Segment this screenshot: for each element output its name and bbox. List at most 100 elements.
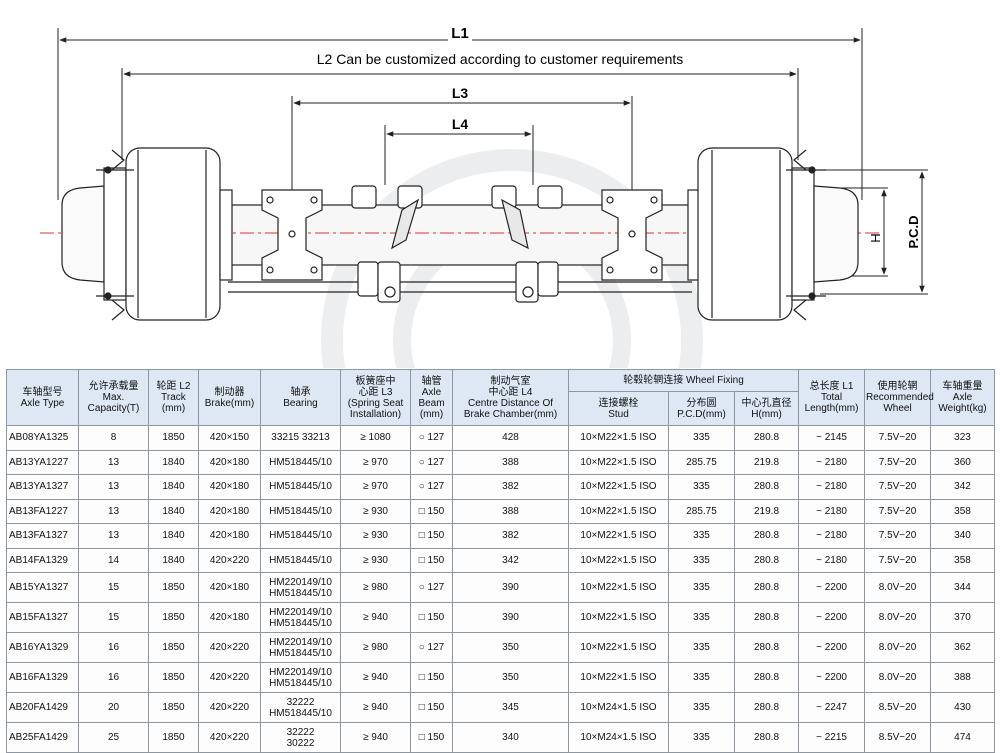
table-cell: HM220149/10 HM518445/10 — [260, 632, 341, 663]
table-cell: 10×M22×1.5 ISO — [568, 602, 669, 633]
header-wheel-fixing: 轮毂轮辋连接 Wheel Fixing — [567, 369, 800, 392]
header-zh: 分布圆 — [686, 397, 717, 409]
table-cell: ~ 2180 — [798, 523, 866, 549]
table-cell: 1850 — [148, 722, 199, 753]
table-cell: 7.5V−20 — [864, 425, 932, 451]
table-cell: 20 — [78, 692, 149, 723]
table-cell: 1850 — [148, 662, 199, 693]
table-cell: 390 — [452, 572, 569, 603]
header-en: Axle Weight(kg) — [938, 392, 987, 414]
table-cell: 280.8 — [733, 602, 800, 633]
table-cell: AB13YA1327 — [6, 474, 79, 500]
table-cell: 8.0V−20 — [864, 632, 932, 663]
table-cell: 8 — [78, 425, 149, 451]
table-cell: 13 — [78, 449, 149, 475]
dimension-pcd: P.C.D — [820, 169, 928, 295]
table-cell: □ 150 — [410, 547, 453, 573]
table-cell: 344 — [930, 572, 996, 603]
header-zh: 车轴重量 — [942, 381, 983, 392]
header-zh: 板簧座中 心距 L3 — [355, 375, 396, 398]
table-cell: 1850 — [148, 425, 199, 451]
brake-chamber-bracket-left — [351, 185, 423, 303]
header-en: H(mm) — [751, 408, 782, 420]
table-cell: □ 150 — [410, 498, 453, 524]
table-cell: 280.8 — [733, 547, 800, 573]
table-cell: 1850 — [148, 692, 199, 723]
table-cell: 323 — [930, 425, 996, 451]
table-cell: AB14FA1329 — [6, 547, 79, 573]
table-cell: HM220149/10 HM518445/10 — [260, 662, 341, 693]
table-cell: HM518445/10 — [260, 547, 341, 573]
table-cell: ○ 127 — [410, 449, 453, 475]
table-cell: ≥ 930 — [340, 523, 411, 549]
table-cell: □ 150 — [410, 722, 453, 753]
right-hub-assembly — [687, 147, 859, 321]
table-cell: ≥ 980 — [340, 632, 411, 663]
left-hub-assembly — [61, 147, 233, 321]
table-cell: ≥ 940 — [340, 602, 411, 633]
table-cell: 10×M24×1.5 ISO — [568, 722, 669, 753]
table-cell: 25 — [78, 722, 149, 753]
header-en: Bearing — [283, 397, 318, 409]
table-cell: 13 — [78, 474, 149, 500]
table-cell: 280.8 — [733, 523, 800, 549]
table-cell: 15 — [78, 602, 149, 633]
table-cell: ≥ 940 — [340, 722, 411, 753]
table-cell: 1840 — [148, 547, 199, 573]
table-cell: 10×M22×1.5 ISO — [568, 662, 669, 693]
table-cell: 10×M22×1.5 ISO — [568, 498, 669, 524]
header-en: Total Length(mm) — [804, 392, 859, 414]
table-cell: ~ 2200 — [798, 572, 866, 603]
header-en: Recommended Wheel — [866, 392, 934, 414]
table-cell: AB13FA1227 — [6, 498, 79, 524]
table-cell: 219.8 — [733, 449, 800, 475]
table-cell: 335 — [668, 602, 735, 633]
table-cell: HM518445/10 — [260, 449, 341, 475]
table-cell: 420×180 — [198, 474, 261, 500]
table-cell: 358 — [930, 498, 996, 524]
table-cell: 8.0V−20 — [864, 572, 932, 603]
table-cell: 8.0V−20 — [864, 662, 932, 693]
table-cell: ~ 2200 — [798, 662, 866, 693]
header-zh: 制动气室 中心距 L4 — [488, 375, 533, 398]
table-cell: 280.8 — [733, 474, 800, 500]
label-l4: L4 — [452, 116, 469, 132]
table-cell: 474 — [930, 722, 996, 753]
table-cell: 15 — [78, 572, 149, 603]
table-cell: 7.5V−20 — [864, 547, 932, 573]
table-cell: 8.5V−20 — [864, 722, 932, 753]
table-cell: 335 — [668, 547, 735, 573]
table-cell: 340 — [930, 523, 996, 549]
table-cell: 420×220 — [198, 547, 261, 573]
header-zh: 连接螺栓 — [598, 397, 639, 409]
table-cell: 420×150 — [198, 425, 261, 451]
table-cell: HM518445/10 — [260, 498, 341, 524]
table-cell: 420×180 — [198, 523, 261, 549]
table-cell: 388 — [452, 498, 569, 524]
header-zh: 中心孔直径 — [741, 397, 792, 409]
table-cell: 420×180 — [198, 449, 261, 475]
table-cell: 335 — [668, 722, 735, 753]
table-cell: □ 150 — [410, 692, 453, 723]
table-cell: ~ 2247 — [798, 692, 866, 723]
header-zh: 轴承 — [290, 386, 311, 398]
dimension-l4: L4 — [384, 115, 534, 185]
table-cell: ~ 2215 — [798, 722, 866, 753]
table-cell: AB15FA1327 — [6, 602, 79, 633]
table-cell: 428 — [452, 425, 569, 451]
table-cell: 280.8 — [733, 572, 800, 603]
table-cell: ~ 2180 — [798, 547, 866, 573]
